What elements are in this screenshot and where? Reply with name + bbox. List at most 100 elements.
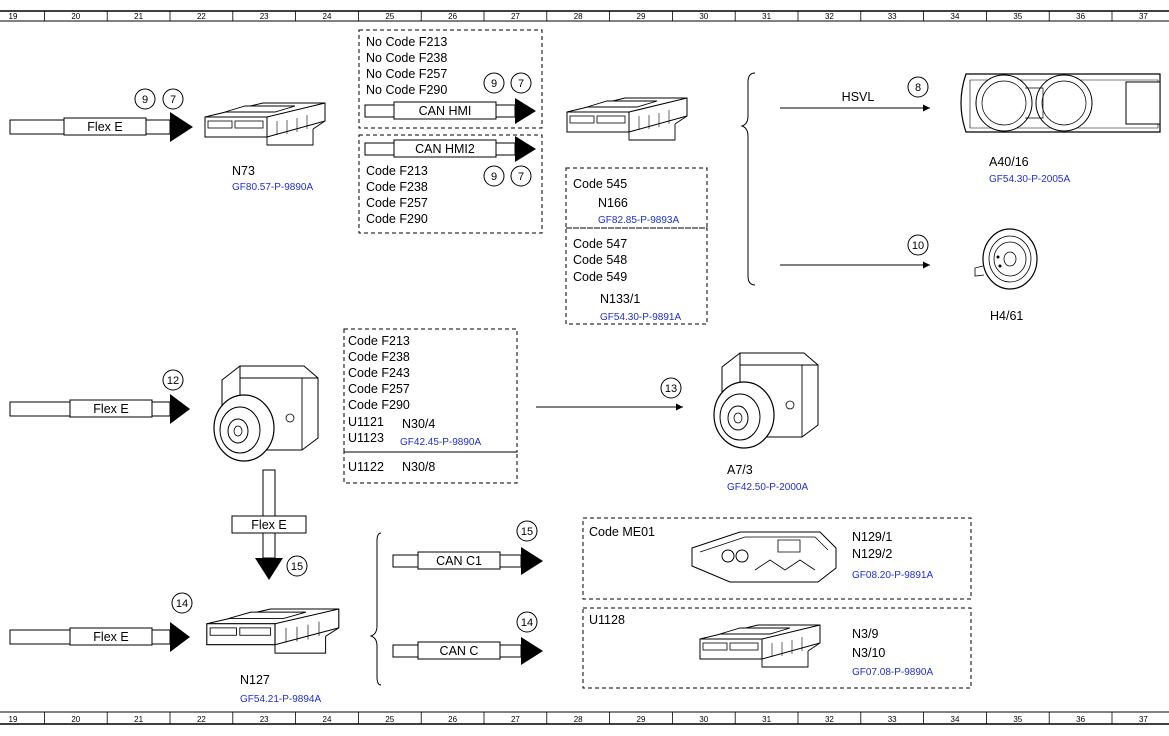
svg-text:9: 9 (491, 78, 497, 90)
n127-reference-link[interactable]: GF54.21-P-9894A (240, 694, 321, 705)
svg-text:Code F257: Code F257 (348, 382, 410, 396)
svg-text:Code F238: Code F238 (366, 180, 428, 194)
svg-text:Code 545: Code 545 (573, 177, 627, 191)
flex-e-label: Flex E (87, 120, 122, 134)
can-hmi2-box: CAN HMI2 9 7 Code F213 Code F238 Code F2… (358, 134, 543, 234)
engine-control-unit-icon (691, 531, 837, 583)
a40-reference-link[interactable]: GF54.30-P-2005A (989, 174, 1070, 185)
svg-text:Code ME01: Code ME01 (589, 525, 655, 539)
u1122-box: U1122 N30/8 (343, 451, 518, 484)
a7-hydraulic-unit-icon (713, 352, 819, 449)
instrument-cluster-icon (960, 73, 1161, 133)
ruler-number: 20 (71, 12, 80, 21)
svg-text:15: 15 (291, 561, 303, 573)
ruler-number: 31 (762, 715, 771, 724)
brace-right (740, 72, 756, 286)
n30-8-label: N30/8 (402, 460, 435, 474)
ruler-number: 23 (260, 12, 269, 21)
code-547-box: Code 547 Code 548 Code 549 N133/1 GF54.3… (565, 227, 708, 325)
ruler-number: 26 (448, 12, 457, 21)
ruler-number: 28 (574, 12, 583, 21)
n30-4-reference-link[interactable]: GF42.45-P-9890A (400, 437, 481, 448)
n166-label: N166 (598, 196, 628, 210)
ruler-number: 36 (1076, 12, 1085, 21)
ruler-number: 27 (511, 715, 520, 724)
ruler-number: 32 (825, 715, 834, 724)
a7-label: A7/3 (727, 463, 753, 477)
circle-9-n73: 9 (134, 88, 156, 110)
can-c1-label: CAN C1 (436, 554, 482, 568)
can-c1-connector: CAN C1 15 (392, 520, 543, 575)
flex-e-connector-n73: Flex E (9, 112, 193, 142)
ruler-number: 22 (197, 715, 206, 724)
svg-text:No Code F238: No Code F238 (366, 51, 447, 65)
ruler-number: 22 (197, 12, 206, 21)
ruler-number: 25 (385, 12, 394, 21)
can-hmi2-label: CAN HMI2 (415, 142, 475, 156)
circle-14-n127: 14 (171, 592, 193, 614)
svg-text:7: 7 (170, 94, 176, 106)
svg-text:Code F257: Code F257 (366, 196, 428, 210)
me01-box: Code ME01 N129/1 N129/2 GF08.20-P-9891A (582, 517, 972, 600)
n129-reference-link[interactable]: GF08.20-P-9891A (852, 570, 933, 581)
ruler-number: 32 (825, 12, 834, 21)
circle-7-n73: 7 (162, 88, 184, 110)
ruler-number: 26 (448, 715, 457, 724)
svg-text:15: 15 (521, 526, 533, 538)
circle-12: 12 (162, 369, 184, 391)
svg-text:7: 7 (518, 171, 524, 183)
svg-text:Flex E: Flex E (93, 630, 128, 644)
svg-text:9: 9 (491, 171, 497, 183)
ruler-number: 31 (762, 12, 771, 21)
n129-2-label: N129/2 (852, 547, 892, 561)
n73-reference-link[interactable]: GF80.57-P-9890A (232, 182, 313, 193)
esp-code-box: Code F213 Code F238 Code F243 Code F257 … (343, 328, 518, 453)
ruler-number: 33 (888, 12, 897, 21)
svg-text:14: 14 (521, 617, 533, 629)
svg-text:Code 548: Code 548 (573, 253, 627, 267)
ruler-number: 25 (385, 715, 394, 724)
n3-9-label: N3/9 (852, 627, 878, 641)
a7-line: 13 (536, 377, 683, 411)
ruler-number: 21 (134, 715, 143, 724)
code-545-box: Code 545 N166 GF82.85-P-9893A (565, 167, 708, 229)
ruler-number: 19 (9, 715, 18, 724)
ruler-number: 23 (260, 715, 269, 724)
svg-text:U1121: U1121 (348, 415, 384, 429)
transmission-control-unit-icon (699, 624, 821, 668)
ruler-number: 20 (71, 715, 80, 724)
svg-text:Code F213: Code F213 (366, 164, 428, 178)
svg-text:Code 547: Code 547 (573, 237, 627, 251)
can-hmi-box: No Code F213 No Code F238 No Code F257 N… (358, 29, 543, 129)
n133-reference-link[interactable]: GF54.30-P-9891A (600, 312, 681, 323)
ruler-number: 29 (637, 715, 646, 724)
flex-e-connector-abs: Flex E (9, 394, 190, 424)
n129-1-label: N129/1 (852, 530, 892, 544)
n166-reference-link[interactable]: GF82.85-P-9893A (598, 215, 679, 226)
n73-control-unit-icon (204, 102, 326, 146)
flex-e-connector-n127: Flex E (9, 622, 190, 652)
ruler-number: 27 (511, 12, 520, 21)
svg-text:9: 9 (142, 94, 148, 106)
ruler-number: 36 (1076, 715, 1085, 724)
hsvl-line: HSVL 8 (780, 76, 930, 112)
svg-text:7: 7 (518, 78, 524, 90)
ruler-number: 34 (951, 715, 960, 724)
n73-label: N73 (232, 164, 255, 178)
svg-text:12: 12 (167, 375, 179, 387)
esp-hydraulic-unit-icon (213, 365, 319, 462)
n3-reference-link[interactable]: GF07.08-P-9890A (852, 667, 933, 678)
ruler-number: 35 (1013, 715, 1022, 724)
svg-text:8: 8 (915, 82, 921, 94)
n133-label: N133/1 (600, 292, 640, 306)
speaker-icon (974, 228, 1038, 290)
can-c-connector: CAN C 14 (392, 611, 543, 665)
ruler-number: 34 (951, 12, 960, 21)
svg-text:No Code F213: No Code F213 (366, 35, 447, 49)
a7-reference-link[interactable]: GF42.50-P-2000A (727, 482, 808, 493)
n127-label: N127 (240, 673, 270, 687)
svg-text:Code F213: Code F213 (348, 334, 410, 348)
hmi-control-unit-icon (566, 97, 688, 141)
